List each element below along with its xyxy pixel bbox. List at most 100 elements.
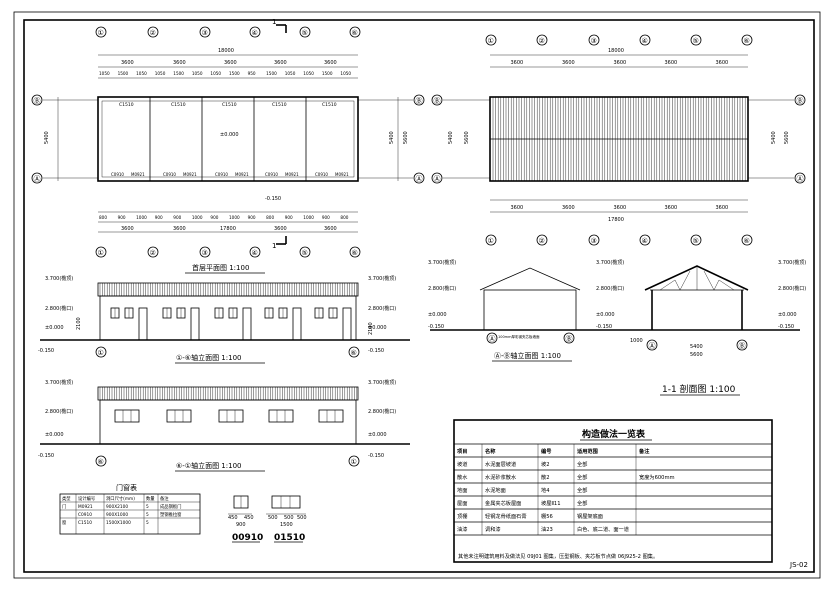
plan-floor-level: ±0.000 bbox=[220, 132, 239, 138]
side-level-ground: -0.150 bbox=[428, 324, 444, 330]
plan-seg-bot-4: 900 bbox=[155, 215, 163, 220]
door-table-cell-0-4: 备注 bbox=[160, 495, 169, 502]
roof-bot-axis-label-6: ⑥ bbox=[744, 237, 750, 245]
sec-level-top-r: 3.700(檐顶) bbox=[778, 259, 806, 266]
plan-window-2: C1510 bbox=[171, 102, 186, 108]
cons-cell-4-2: 坡屋Ⅱ11 bbox=[541, 499, 561, 507]
cons-cell-0-4: 备注 bbox=[638, 447, 650, 455]
back-level-top: 3.700(檐顶) bbox=[45, 379, 73, 386]
roof-bot-bay-4: 3600 bbox=[665, 205, 678, 211]
sec-dim-1000: 1000 bbox=[630, 338, 643, 344]
door-table-cell-2-4: 塑钢推拉窗 bbox=[160, 511, 181, 518]
front-elev-title: ①-⑥轴立面图 1:100 bbox=[176, 353, 241, 362]
back-elev-title: ⑥-①轴立面图 1:100 bbox=[176, 461, 241, 470]
cons-cell-3-3: 全部 bbox=[577, 486, 587, 494]
inner-frame bbox=[23, 19, 815, 573]
sec-truss-top bbox=[644, 265, 749, 291]
plan-seg-bot-13: 900 bbox=[322, 215, 330, 220]
plan-bay-2: 3600 bbox=[173, 60, 186, 66]
wd-dim-5: 500 bbox=[297, 515, 307, 521]
plan-bot-axis-label-2: ② bbox=[150, 249, 156, 257]
door-table-cell-1-2: 900X2100 bbox=[106, 504, 128, 510]
roof-bot-bay-5: 3600 bbox=[716, 205, 729, 211]
window-details: 450 450 500 500 500 900 1500 00910 01510 bbox=[228, 495, 307, 543]
side-axis-a: Ⓐ bbox=[489, 335, 496, 343]
back-axis-1: ① bbox=[351, 458, 357, 466]
roof-bot-axis-circle-5 bbox=[690, 234, 702, 246]
plan-depth-left: 5400 bbox=[44, 131, 50, 144]
roof-top-axis-circle-3 bbox=[588, 34, 600, 46]
front-axis-1: ① bbox=[98, 349, 104, 357]
roof-axis-a-left: Ⓐ bbox=[434, 175, 441, 183]
plan-overall-dim: 18000 bbox=[218, 48, 234, 54]
front-level-eave: 2.800(檐口) bbox=[45, 305, 73, 312]
roof-top-axis-label-3: ③ bbox=[591, 37, 597, 45]
wd-label-00910: 00910 bbox=[232, 533, 263, 543]
plan-bot-axis-circle-1 bbox=[95, 246, 107, 258]
plan-window-4: C1510 bbox=[272, 102, 287, 108]
door-table-title: 门窗表 bbox=[116, 483, 137, 492]
plan-door-2: M0921 bbox=[131, 172, 145, 177]
roof-top-axis-circle-1 bbox=[485, 34, 497, 46]
roof-overall: 18000 bbox=[608, 48, 624, 54]
side-elev-title: Ⓐ-Ⓑ轴立面图 1:100 bbox=[494, 351, 561, 360]
sec-dim-5600: 5600 bbox=[690, 352, 703, 358]
plan-seg-top-9: 950 bbox=[248, 71, 256, 76]
back-level-eave: 2.800(檐口) bbox=[45, 408, 73, 415]
side-level-zero: ±0.000 bbox=[428, 312, 447, 318]
plan-seg-bot-9: 900 bbox=[248, 215, 256, 220]
plan-door-10: M0921 bbox=[335, 172, 349, 177]
cons-cell-6-1: 调和漆 bbox=[485, 525, 501, 533]
plan-top-axis-label-3: ③ bbox=[202, 29, 208, 37]
plan-seg-top-5: 1500 bbox=[173, 71, 184, 76]
plan-bot-axis-label-6: ⑥ bbox=[352, 249, 358, 257]
construction-footnote: 其他未注明建筑用料及做法见 09J01 图集，压型钢板、夹芯板节点做 06J92… bbox=[458, 552, 658, 560]
sec-axis-a: Ⓐ bbox=[649, 342, 656, 350]
sec-level-zero-r: ±0.000 bbox=[778, 312, 797, 318]
plan-bay-4: 3600 bbox=[274, 60, 287, 66]
roof-bay-5: 3600 bbox=[716, 60, 729, 66]
plan-seg-top-2: 1500 bbox=[118, 71, 129, 76]
roof-top-axis-label-5: ⑤ bbox=[693, 37, 699, 45]
plan-seg-bot-6: 1000 bbox=[192, 215, 203, 220]
plan-seg-top-14: 1050 bbox=[340, 71, 351, 76]
plan-seg-bot-10: 800 bbox=[266, 215, 274, 220]
plan-window-1: C1510 bbox=[119, 102, 134, 108]
wd-dim-900: 900 bbox=[236, 522, 246, 528]
sec-level-eave: 2.800(檐口) bbox=[596, 285, 624, 292]
construction-title: 构造做法一览表 bbox=[582, 428, 646, 440]
roof-bay-2: 3600 bbox=[562, 60, 575, 66]
plan-top-axis-circle-3 bbox=[199, 26, 211, 38]
cons-cell-2-4: 宽度为600mm bbox=[639, 473, 675, 481]
plan-bot-bay-2: 3600 bbox=[173, 226, 186, 232]
door-table-cell-1-3: 5 bbox=[146, 504, 149, 510]
front-level-ground: -0.150 bbox=[38, 348, 54, 354]
roof-bot-axis-label-1: ① bbox=[488, 237, 494, 245]
wd-dim-1500: 1500 bbox=[280, 522, 293, 528]
plan-seg-top-7: 1050 bbox=[210, 71, 221, 76]
plan-seg-top-12: 1050 bbox=[303, 71, 314, 76]
plan-outline bbox=[97, 96, 359, 182]
plan-seg-top-11: 1050 bbox=[285, 71, 296, 76]
cons-cell-0-2: 编号 bbox=[541, 447, 551, 455]
roof-bot-axis-label-3: ③ bbox=[591, 237, 597, 245]
roof-bot-axis-circle-1 bbox=[485, 234, 497, 246]
plan-seg-top-1: 1050 bbox=[99, 71, 110, 76]
roof-bot-axis-label-4: ④ bbox=[642, 237, 648, 245]
roof-bot-axis-label-5: ⑤ bbox=[693, 237, 699, 245]
door-table-cell-2-1: C0910 bbox=[78, 512, 92, 518]
plan-top-axis-circle-6 bbox=[349, 26, 361, 38]
door-table-cell-2-3: 5 bbox=[146, 512, 149, 518]
plan-bot-axis-label-5: ⑤ bbox=[302, 249, 308, 257]
front-level-top-r: 3.700(檐顶) bbox=[368, 275, 396, 282]
back-level-zero-r: ±0.000 bbox=[368, 432, 387, 438]
wd-dim-3: 500 bbox=[268, 515, 278, 521]
axis-a-right: Ⓐ bbox=[416, 175, 423, 183]
roof-bot-axis-circle-6 bbox=[741, 234, 753, 246]
sec-level-top: 3.700(檐顶) bbox=[596, 259, 624, 266]
plan-top-axis-circle-2 bbox=[147, 26, 159, 38]
cons-cell-6-2: 油23 bbox=[541, 525, 553, 533]
sec-level-zero: ±0.000 bbox=[596, 312, 615, 318]
section-mark-top: 1 bbox=[272, 18, 276, 26]
